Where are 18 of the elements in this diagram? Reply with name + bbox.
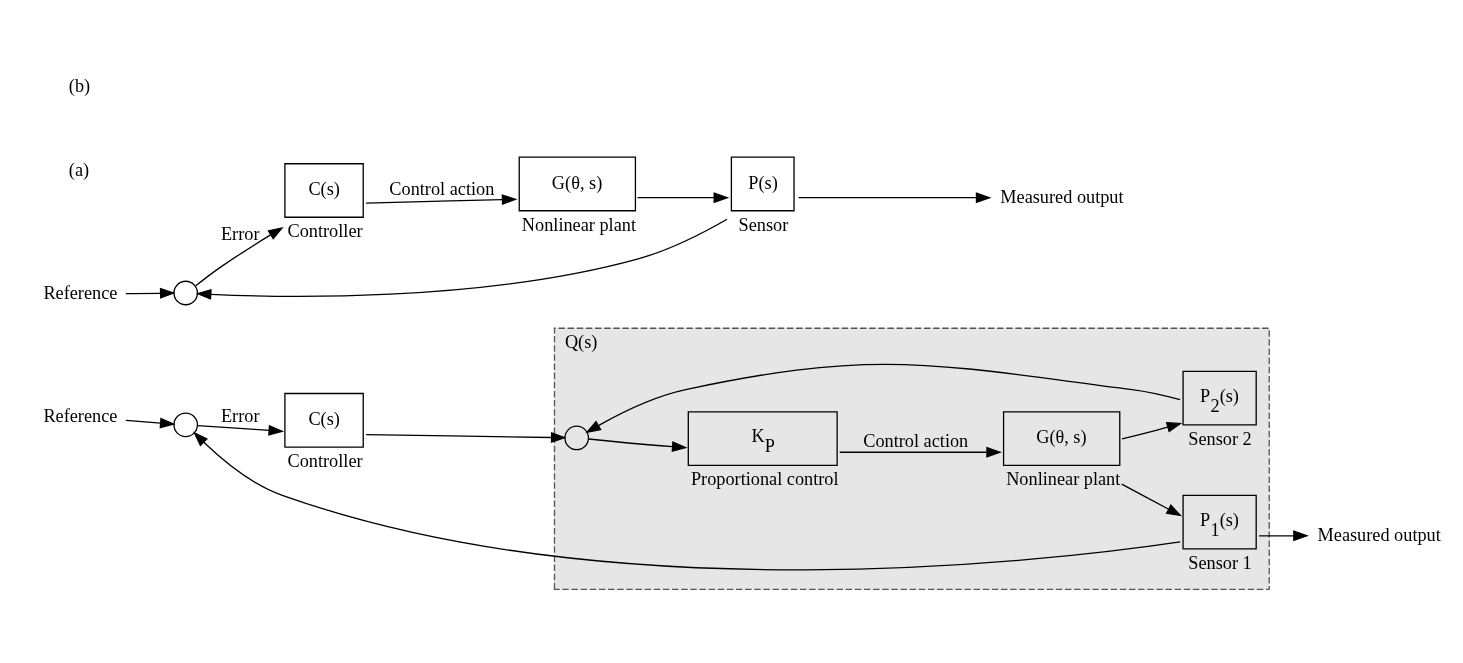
node-text: Reference [43,283,118,304]
edge-label: Control action [863,431,969,452]
label: (a) [68,160,90,181]
node-label: Controller [287,221,363,242]
edge-label: Error [220,406,260,427]
node-text: Reference [43,405,118,426]
node-label: Proportional control [690,469,839,490]
edge-label: Control action [389,179,495,200]
node-label: Nonlinear plant [1006,469,1121,490]
node-label: Sensor 2 [1188,428,1252,449]
node-text: Measured output [1317,524,1441,545]
node-label: Sensor [738,214,789,235]
node-label: Nonlinear plant [521,214,636,235]
node-label: Controller [287,450,363,471]
node-label: Sensor 1 [1188,552,1252,573]
label: (b) [68,75,91,96]
node-text: Measured output [1000,186,1124,207]
edge-label: Error [220,223,260,244]
